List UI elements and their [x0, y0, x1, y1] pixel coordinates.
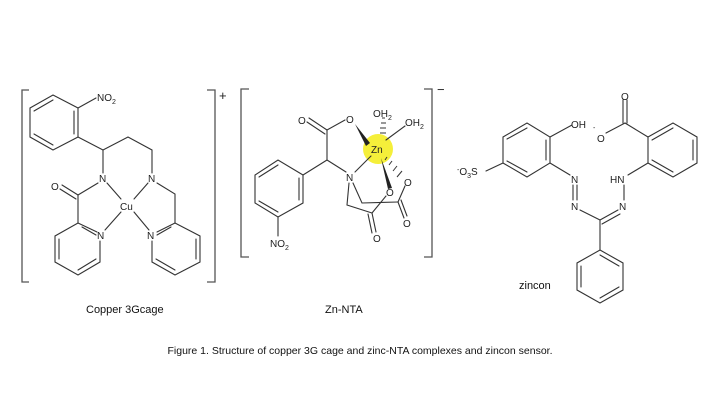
atom-oxygen: O [346, 115, 354, 126]
right-bracket [424, 88, 433, 258]
atom-nitrogen: N [346, 173, 353, 184]
atom-nitro: NO2 [270, 239, 289, 252]
atom-nitrogen: N [571, 202, 578, 213]
atom-copper: Cu [120, 202, 133, 213]
atom-nitrogen-pyridine-right: N [147, 231, 154, 242]
atom-oxygen: O [51, 182, 59, 193]
charge-plus: + [219, 88, 227, 103]
atom-nitrogen-amine: N [148, 174, 155, 185]
left-bracket [21, 89, 29, 283]
atom-nitrogen: N [571, 175, 578, 186]
wedge-bond [381, 158, 392, 189]
atom-sulfonate: -O3S [457, 167, 478, 180]
atom-oxygen-carbonyl: O [298, 116, 306, 127]
atom-oxygen-carbonyl: O [373, 234, 381, 245]
figure-caption: Figure 1. Structure of copper 3G cage an… [167, 345, 552, 357]
atom-nitrogen-amide: N [99, 174, 106, 185]
atom-oxygen-anion: O [597, 134, 605, 145]
charge-minus: − [437, 82, 445, 97]
copper-label: Copper 3Gcage [86, 304, 164, 316]
zn-nta-label: Zn-NTA [325, 304, 363, 316]
carboxylate-minus: - [593, 125, 596, 132]
atom-oxygen: O [404, 178, 412, 189]
atom-oxygen-carbonyl: O [621, 92, 629, 103]
atom-water-1: OH2 [373, 109, 392, 122]
bonds [29, 94, 201, 276]
left-bracket [240, 88, 249, 258]
atom-nitrogen: N [619, 202, 626, 213]
atom-nitro: NO2 [97, 93, 116, 106]
atom-oxygen-carbonyl: O [403, 219, 411, 230]
bonds [254, 117, 408, 237]
atom-hn: HN [610, 175, 624, 186]
atom-nitrogen-pyridine-left: N [97, 231, 104, 242]
zincon-structure: OH - O O -O3S N N HN N zincon [457, 92, 698, 304]
zn-nta-structure: − [240, 82, 445, 316]
atom-zinc: Zn [371, 145, 383, 156]
zincon-label: zincon [519, 280, 551, 292]
right-bracket [207, 89, 216, 283]
wedge-bond [355, 124, 370, 146]
atom-water-2: OH2 [405, 118, 424, 131]
atom-oxygen: O [386, 188, 394, 199]
atom-hydroxyl: OH [571, 120, 586, 131]
bonds [485, 99, 698, 304]
copper-3gcage-structure: + NO2 O N N Cu [21, 88, 227, 316]
hashed-bonds [380, 117, 403, 178]
